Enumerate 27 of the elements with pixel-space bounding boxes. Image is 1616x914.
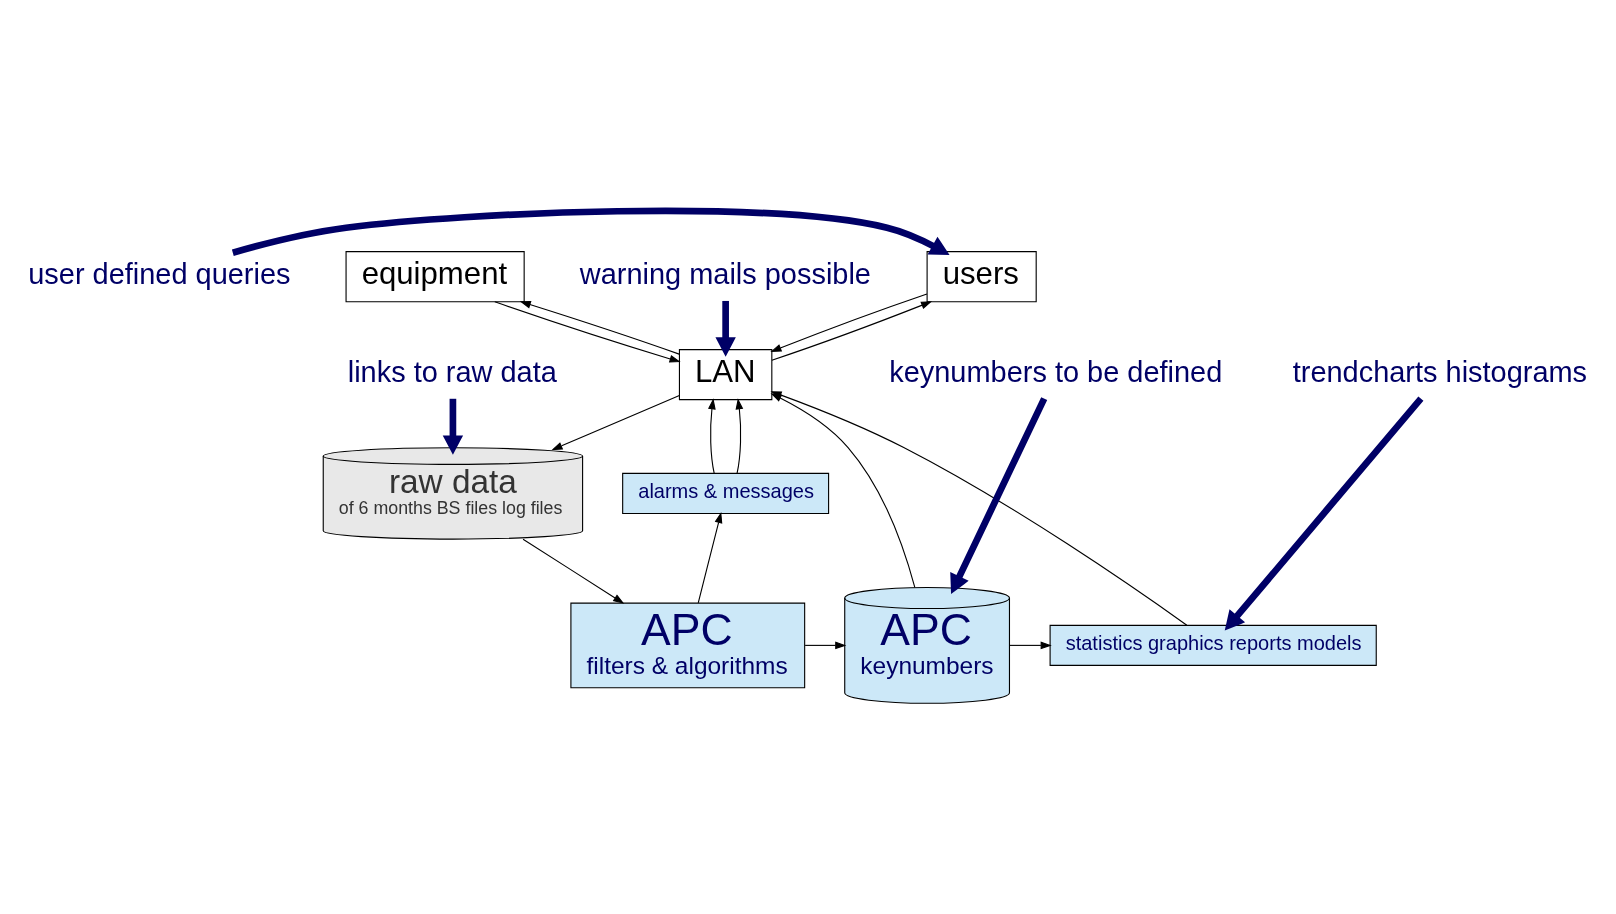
arrow <box>804 641 847 650</box>
arrow <box>519 300 680 355</box>
node-box: statistics graphics reports models <box>1049 624 1377 666</box>
node-box: APC filters & algorithms <box>570 602 806 689</box>
node-box: equipment <box>345 251 525 303</box>
arrow <box>494 301 681 363</box>
arrow <box>231 207 950 256</box>
node-text: user defined queries <box>28 257 291 290</box>
node-text: links to raw data <box>347 355 557 388</box>
arrow <box>715 300 736 357</box>
arrow <box>522 538 625 604</box>
arrow <box>1224 396 1424 631</box>
arrow <box>735 398 744 474</box>
node-box: alarms & messages <box>622 472 830 515</box>
arrow <box>771 301 933 361</box>
arrow <box>708 398 716 474</box>
arrow <box>1008 641 1052 650</box>
node-box: LAN <box>678 349 773 401</box>
arrow <box>697 511 723 604</box>
arrow <box>950 397 1048 594</box>
node-box: users <box>926 251 1037 303</box>
arrow <box>551 394 680 451</box>
arrow <box>770 293 928 352</box>
node-text: keynumbers to be defined <box>889 355 1223 388</box>
arrow <box>442 398 464 455</box>
node-text: warning mails possible <box>579 257 871 290</box>
node-text: trendcharts histograms <box>1292 355 1588 388</box>
